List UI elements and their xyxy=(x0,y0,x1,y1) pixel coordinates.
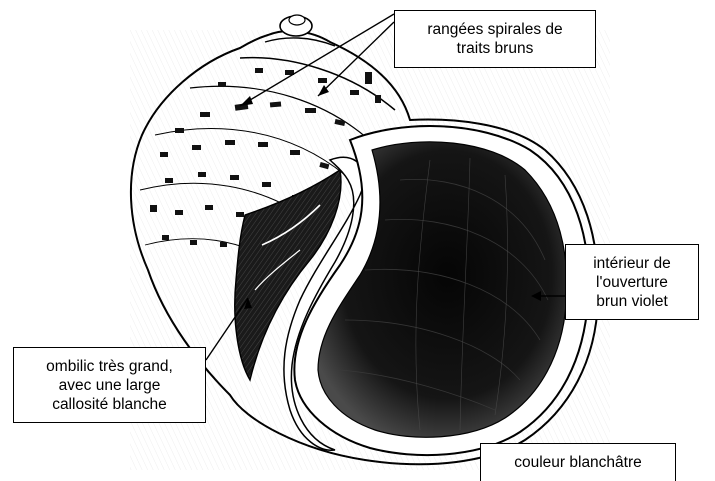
label-aperture-line-2: l'ouverture xyxy=(596,273,668,292)
label-umbilicus: ombilic très grand, avec une large callo… xyxy=(13,347,206,423)
label-umbilicus-line-3: callosité blanche xyxy=(52,395,167,414)
label-aperture-interior: intérieur de l'ouverture brun violet xyxy=(565,244,699,320)
label-umbilicus-line-2: avec une large xyxy=(59,376,161,395)
label-spiral-rows-line-2: traits bruns xyxy=(457,39,534,58)
label-umbilicus-line-1: ombilic très grand, xyxy=(46,357,173,376)
label-spiral-rows: rangées spirales de traits bruns xyxy=(394,10,596,68)
label-spiral-rows-line-1: rangées spirales de xyxy=(427,20,562,39)
label-shell-color: couleur blanchâtre xyxy=(480,443,676,481)
label-shell-color-line-1: couleur blanchâtre xyxy=(514,453,642,472)
label-aperture-line-1: intérieur de xyxy=(593,254,671,273)
label-aperture-line-3: brun violet xyxy=(596,292,668,311)
